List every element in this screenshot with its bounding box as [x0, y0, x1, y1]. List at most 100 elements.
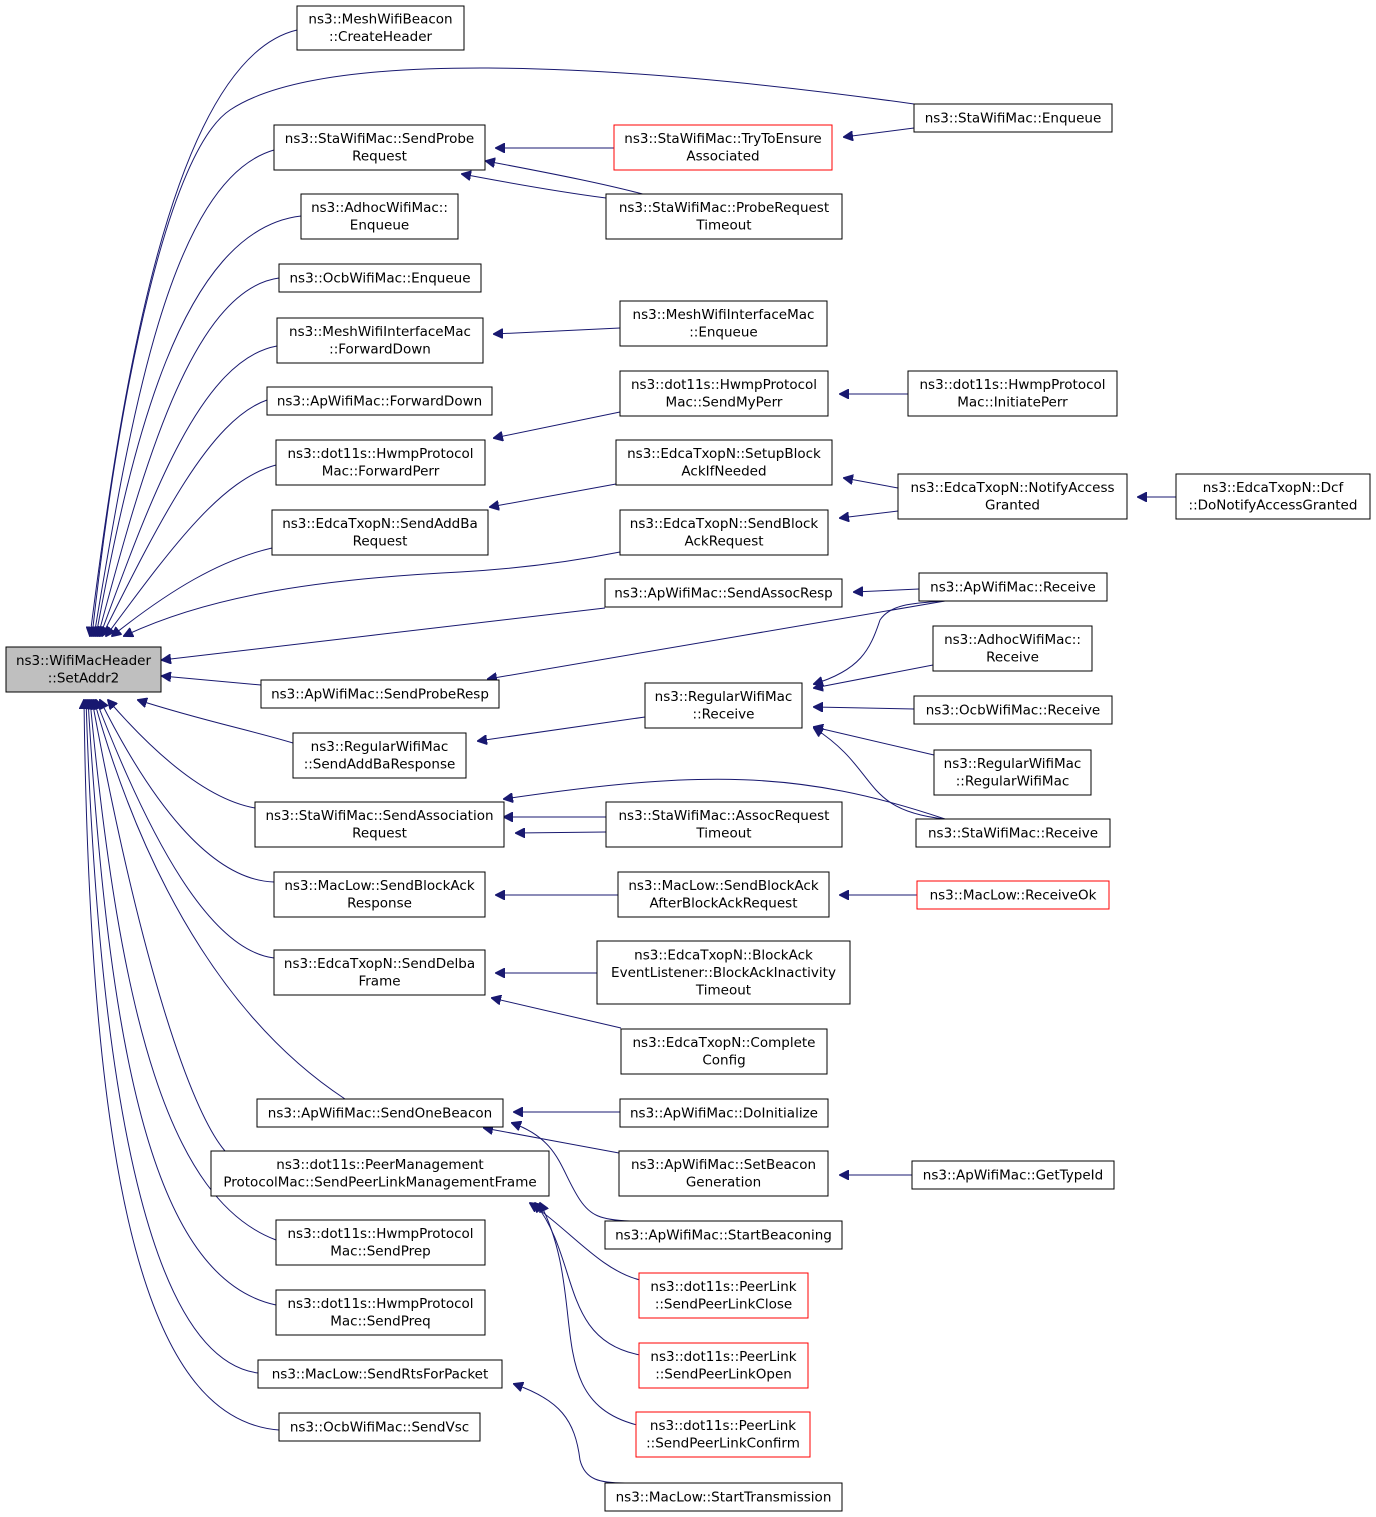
node-apForwardDown[interactable]: ns3::ApWifiMac::ForwardDown: [266, 386, 493, 416]
node-box: [604, 1220, 843, 1250]
node-regularReceive[interactable]: ns3::RegularWifiMac::Receive: [644, 682, 803, 729]
node-meshIfEnqueue[interactable]: ns3::MeshWifiInterfaceMac::Enqueue: [619, 300, 828, 347]
node-box: [635, 1411, 811, 1458]
node-edcaNotifyAccess[interactable]: ns3::EdcaTxopN::NotifyAccessGranted: [897, 473, 1128, 520]
node-label: ns3::RegularWifiMac: [311, 739, 449, 755]
edge-try-staEnqueue: [844, 127, 915, 137]
node-label: ns3::WifiMacHeader: [16, 653, 152, 669]
node-ocbSendVsc[interactable]: ns3::OcbWifiMac::SendVsc: [278, 1412, 481, 1442]
edge-probeResp-apReceive: [488, 600, 946, 679]
edge-setup-notify: [844, 478, 899, 489]
node-label: ::Receive: [693, 707, 755, 723]
node-label: ns3::AdhocWifiMac::: [944, 632, 1081, 648]
node-macLowSendBlockAckAfter[interactable]: ns3::MacLow::SendBlockAckAfterBlockAckRe…: [617, 871, 830, 918]
node-label: ns3::StaWifiMac::ProbeRequest: [619, 200, 829, 216]
node-adhocEnqueue[interactable]: ns3::AdhocWifiMac::Enqueue: [300, 193, 459, 240]
edge-assocReq-staReceive: [504, 778, 946, 820]
node-macLowStartTx[interactable]: ns3::MacLow::StartTransmission: [604, 1482, 843, 1512]
node-peerLinkConfirm[interactable]: ns3::dot11s::PeerLink::SendPeerLinkConfi…: [635, 1411, 811, 1458]
edge-root-apForwardDown: [102, 399, 268, 636]
node-box: [605, 193, 843, 240]
node-adhocReceive[interactable]: ns3::AdhocWifiMac::Receive: [932, 625, 1093, 672]
node-peerMgmtSendFrame[interactable]: ns3::dot11s::PeerManagementProtocolMac::…: [210, 1150, 550, 1197]
node-apReceive[interactable]: ns3::ApWifiMac::Receive: [918, 572, 1108, 602]
node-ocbReceive[interactable]: ns3::OcbWifiMac::Receive: [913, 695, 1113, 725]
node-root[interactable]: ns3::WifiMacHeader::SetAddr2: [5, 646, 162, 693]
edge-root-staSendAssocReq: [108, 700, 256, 809]
edge-delba-complete: [492, 998, 622, 1029]
node-label: ns3::RegularWifiMac: [655, 689, 793, 705]
node-macLowReceiveOk[interactable]: ns3::MacLow::ReceiveOk: [916, 880, 1110, 910]
node-staReceive[interactable]: ns3::StaWifiMac::Receive: [915, 818, 1111, 848]
node-label: Timeout: [695, 826, 751, 842]
node-edcaBlockAckInactivity[interactable]: ns3::EdcaTxopN::BlockAckEventListener::B…: [596, 940, 851, 1005]
node-peerLinkClose[interactable]: ns3::dot11s::PeerLink::SendPeerLinkClose: [638, 1272, 809, 1319]
edge-root-peerMgmtSendFrame: [92, 700, 226, 1152]
node-apGetTypeId[interactable]: ns3::ApWifiMac::GetTypeId: [911, 1160, 1115, 1190]
node-staEnqueue[interactable]: ns3::StaWifiMac::Enqueue: [913, 103, 1113, 133]
node-label: ::SetAddr2: [48, 671, 120, 687]
node-label: ns3::OcbWifiMac::Enqueue: [289, 270, 470, 286]
node-apStartBeaconing[interactable]: ns3::ApWifiMac::StartBeaconing: [604, 1220, 843, 1250]
node-apSendProbeResp[interactable]: ns3::ApWifiMac::SendProbeResp: [260, 679, 500, 709]
node-box: [254, 801, 505, 848]
edge-root-meshIfForwardDown: [100, 345, 278, 636]
edge-root-apSendProbeResp: [162, 676, 262, 686]
edge-assocResp-apReceive: [854, 589, 920, 592]
node-apSendAssocResp[interactable]: ns3::ApWifiMac::SendAssocResp: [604, 578, 843, 608]
node-meshIfForwardDown[interactable]: ns3::MeshWifiInterfaceMac::ForwardDown: [276, 317, 484, 364]
node-label: ns3::dot11s::HwmpProtocol: [631, 377, 817, 393]
node-box: [273, 949, 486, 996]
node-box: [915, 818, 1111, 848]
node-apDoInitialize[interactable]: ns3::ApWifiMac::DoInitialize: [619, 1098, 829, 1128]
node-hwmpInitiatePerr[interactable]: ns3::dot11s::HwmpProtocolMac::InitiatePe…: [907, 370, 1118, 417]
node-label: Granted: [985, 498, 1040, 514]
function-nodes: ns3::WifiMacHeader::SetAddr2 ns3::MeshWif…: [5, 5, 1371, 1512]
node-peerLinkOpen[interactable]: ns3::dot11s::PeerLink::SendPeerLinkOpen: [638, 1342, 809, 1389]
node-label: Mac::SendPrep: [330, 1244, 430, 1260]
node-box: [619, 509, 829, 556]
node-ocbEnqueue[interactable]: ns3::OcbWifiMac::Enqueue: [278, 263, 482, 293]
node-box: [618, 1150, 829, 1197]
node-label: Timeout: [695, 218, 751, 234]
node-hwmpForwardPerr[interactable]: ns3::dot11s::HwmpProtocolMac::ForwardPer…: [275, 439, 486, 486]
node-label: ns3::ApWifiMac::DoInitialize: [630, 1105, 818, 1121]
node-box: [619, 1098, 829, 1128]
node-regularCtor[interactable]: ns3::RegularWifiMac::RegularWifiMac: [933, 749, 1092, 796]
node-label: ::CreateHeader: [329, 29, 433, 45]
node-macLowSendRts[interactable]: ns3::MacLow::SendRtsForPacket: [257, 1359, 503, 1389]
node-label: ns3::dot11s::HwmpProtocol: [287, 1226, 473, 1242]
node-label: ns3::dot11s::PeerLink: [650, 1418, 796, 1434]
node-label: ns3::dot11s::PeerLink: [650, 1279, 796, 1295]
edge-root-apSendOneBeacon: [94, 700, 346, 1100]
node-meshBeaconCreateHeader[interactable]: ns3::MeshWifiBeacon::CreateHeader: [296, 5, 465, 51]
node-label: Response: [347, 896, 412, 912]
node-regularSendAddBaResp[interactable]: ns3::RegularWifiMac::SendAddBaResponse: [292, 732, 467, 779]
edge-root-macLowSendRts: [86, 700, 259, 1374]
node-box: [275, 439, 486, 486]
node-apSendOneBeacon[interactable]: ns3::ApWifiMac::SendOneBeacon: [256, 1098, 504, 1128]
node-box: [276, 317, 484, 364]
node-edcaDcfNotify[interactable]: ns3::EdcaTxopN::Dcf::DoNotifyAccessGrant…: [1175, 473, 1371, 520]
edge-regRecv-adhoc: [814, 664, 934, 688]
node-box: [257, 1359, 503, 1389]
node-label: ns3::dot11s::HwmpProtocol: [919, 377, 1105, 393]
node-box: [644, 682, 803, 729]
node-label: ns3::ApWifiMac::GetTypeId: [923, 1167, 1103, 1183]
node-box: [918, 572, 1108, 602]
